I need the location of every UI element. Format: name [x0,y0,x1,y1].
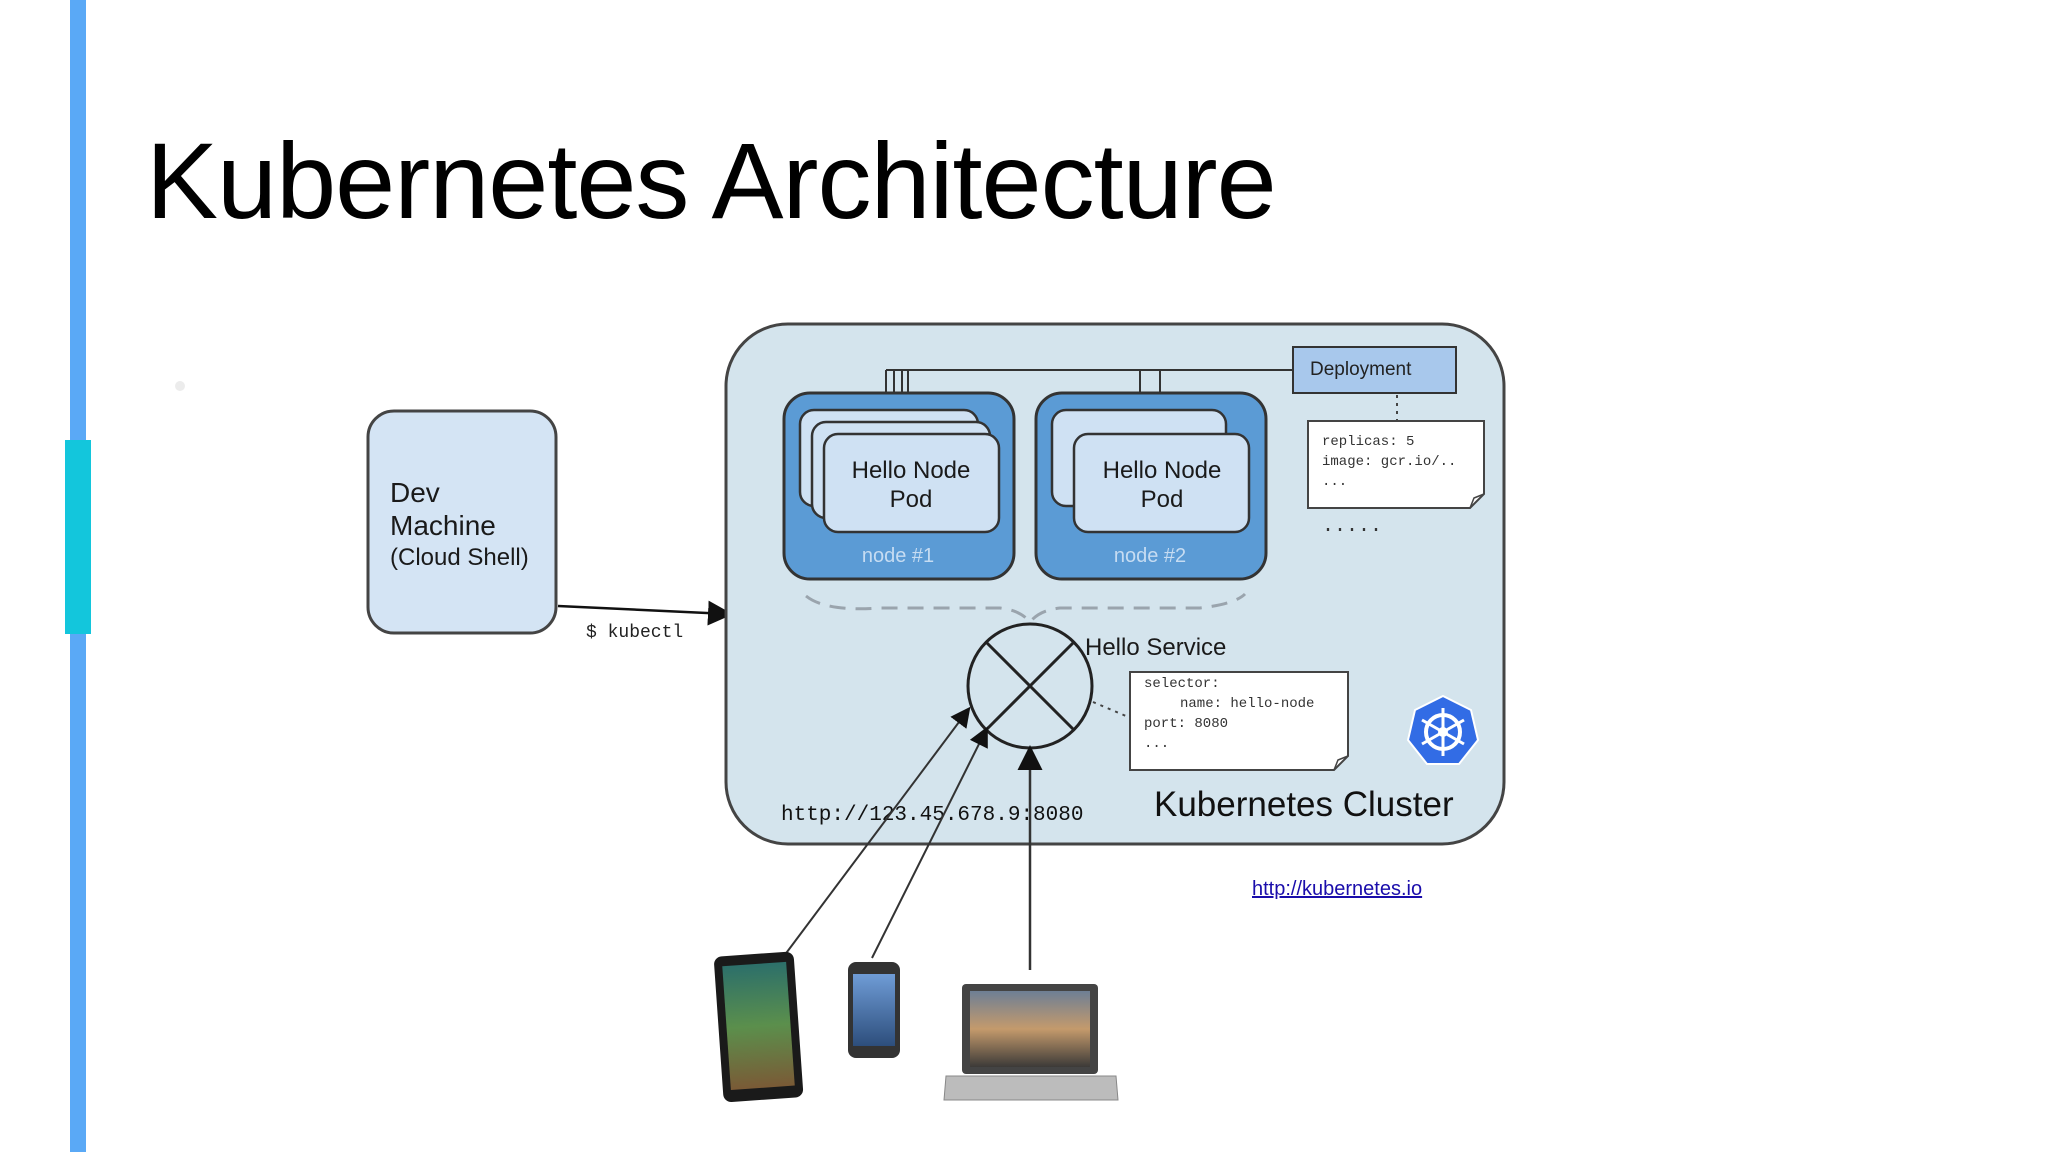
pod-1-line1: Hello Node [852,457,971,484]
dev-machine-line1: Dev [390,477,440,508]
service-spec-2: name: hello-node [1180,696,1314,712]
deployment-spec-1: replicas: 5 [1322,434,1414,450]
node-1: Hello Node Pod node #1 [782,391,1016,581]
pod-1 [822,432,1001,534]
kubectl-label: $ kubectl [586,623,683,643]
dev-machine: Dev Machine (Cloud Shell) [366,409,558,635]
service-spec-4: ... [1144,736,1169,752]
cluster-label: Kubernetes Cluster [1154,785,1454,824]
laptop-icon [943,984,1119,1101]
node-2-label: node #2 [1114,545,1186,567]
phone-icon [848,962,900,1058]
pod-2-line2: Pod [1141,486,1184,513]
accent-bar-highlight [65,440,91,634]
pod-2 [1072,432,1251,534]
kubernetes-logo-icon [1406,694,1480,765]
client-arrows [783,706,1043,970]
deployment-more: ..... [1322,515,1382,538]
kubectl-arrow [557,600,733,626]
hello-service: Hello Service selector: name: hello-node… [966,622,1349,771]
dev-machine-line2: Machine [390,510,496,541]
service-label: Hello Service [1085,634,1226,661]
node-1-label: node #1 [862,545,934,567]
deployment-spec-3: ... [1322,474,1347,490]
stray-dot [175,381,185,391]
pod-2-line1: Hello Node [1103,457,1222,484]
deployment-spec-2: image: gcr.io/.. [1322,454,1456,470]
pods-brace [805,592,1247,625]
slide-title: Kubernetes Architecture [146,120,1277,241]
tablet-icon [714,951,804,1102]
deployment-label: Deployment [1310,359,1412,380]
pod-1-line2: Pod [890,486,933,513]
node-2: Hello Node Pod node #2 [1034,391,1268,581]
service-spec-3: port: 8080 [1144,716,1228,732]
kubernetes-link[interactable]: http://kubernetes.io [1252,878,1423,900]
dev-machine-line3: (Cloud Shell) [390,544,529,571]
service-spec-1: selector: [1144,676,1220,692]
url-label: http://123.45.678.9:8080 [781,804,1083,827]
deployment: Deployment replicas: 5 image: gcr.io/.. … [1292,346,1485,538]
